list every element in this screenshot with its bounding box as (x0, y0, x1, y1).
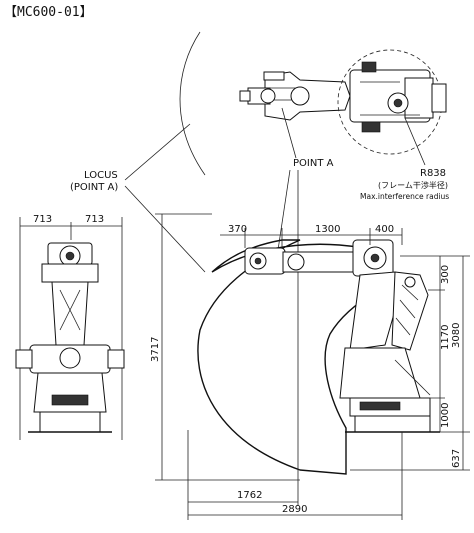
side-view-robot: 370 1300 400 300 1170 3080 1000 637 3717… (150, 213, 470, 520)
radius-label: R838 (420, 168, 446, 179)
point-a-label: POINT A (293, 158, 334, 169)
dim-left-3717: 3717 (150, 337, 161, 362)
dim-right-3080: 3080 (451, 323, 462, 348)
model-label: 【MC600-01】 (4, 5, 93, 20)
dim-right-300: 300 (440, 265, 451, 284)
top-view-wrist: R838 (フレーム干渉半径) Max.interference radius (179, 31, 449, 201)
front-view-robot: 713 713 (15, 214, 125, 440)
radius-jp-label: (フレーム干渉半径) (378, 180, 448, 190)
dim-bottom-1762: 1762 (237, 490, 262, 501)
dim-front-right: 713 (85, 214, 104, 225)
dim-right-1170: 1170 (440, 325, 451, 350)
dim-right-1000: 1000 (440, 403, 451, 428)
dim-top-370: 370 (228, 224, 247, 235)
dim-bottom-2890: 2890 (282, 504, 307, 515)
dim-top-1300: 1300 (315, 224, 340, 235)
radius-en-label: Max.interference radius (360, 192, 449, 201)
dim-top-400: 400 (375, 224, 394, 235)
locus-sub-label: (POINT A) (70, 182, 118, 193)
locus-label: LOCUS (84, 170, 118, 181)
dim-front-left: 713 (33, 214, 52, 225)
dim-right-637: 637 (451, 449, 462, 468)
